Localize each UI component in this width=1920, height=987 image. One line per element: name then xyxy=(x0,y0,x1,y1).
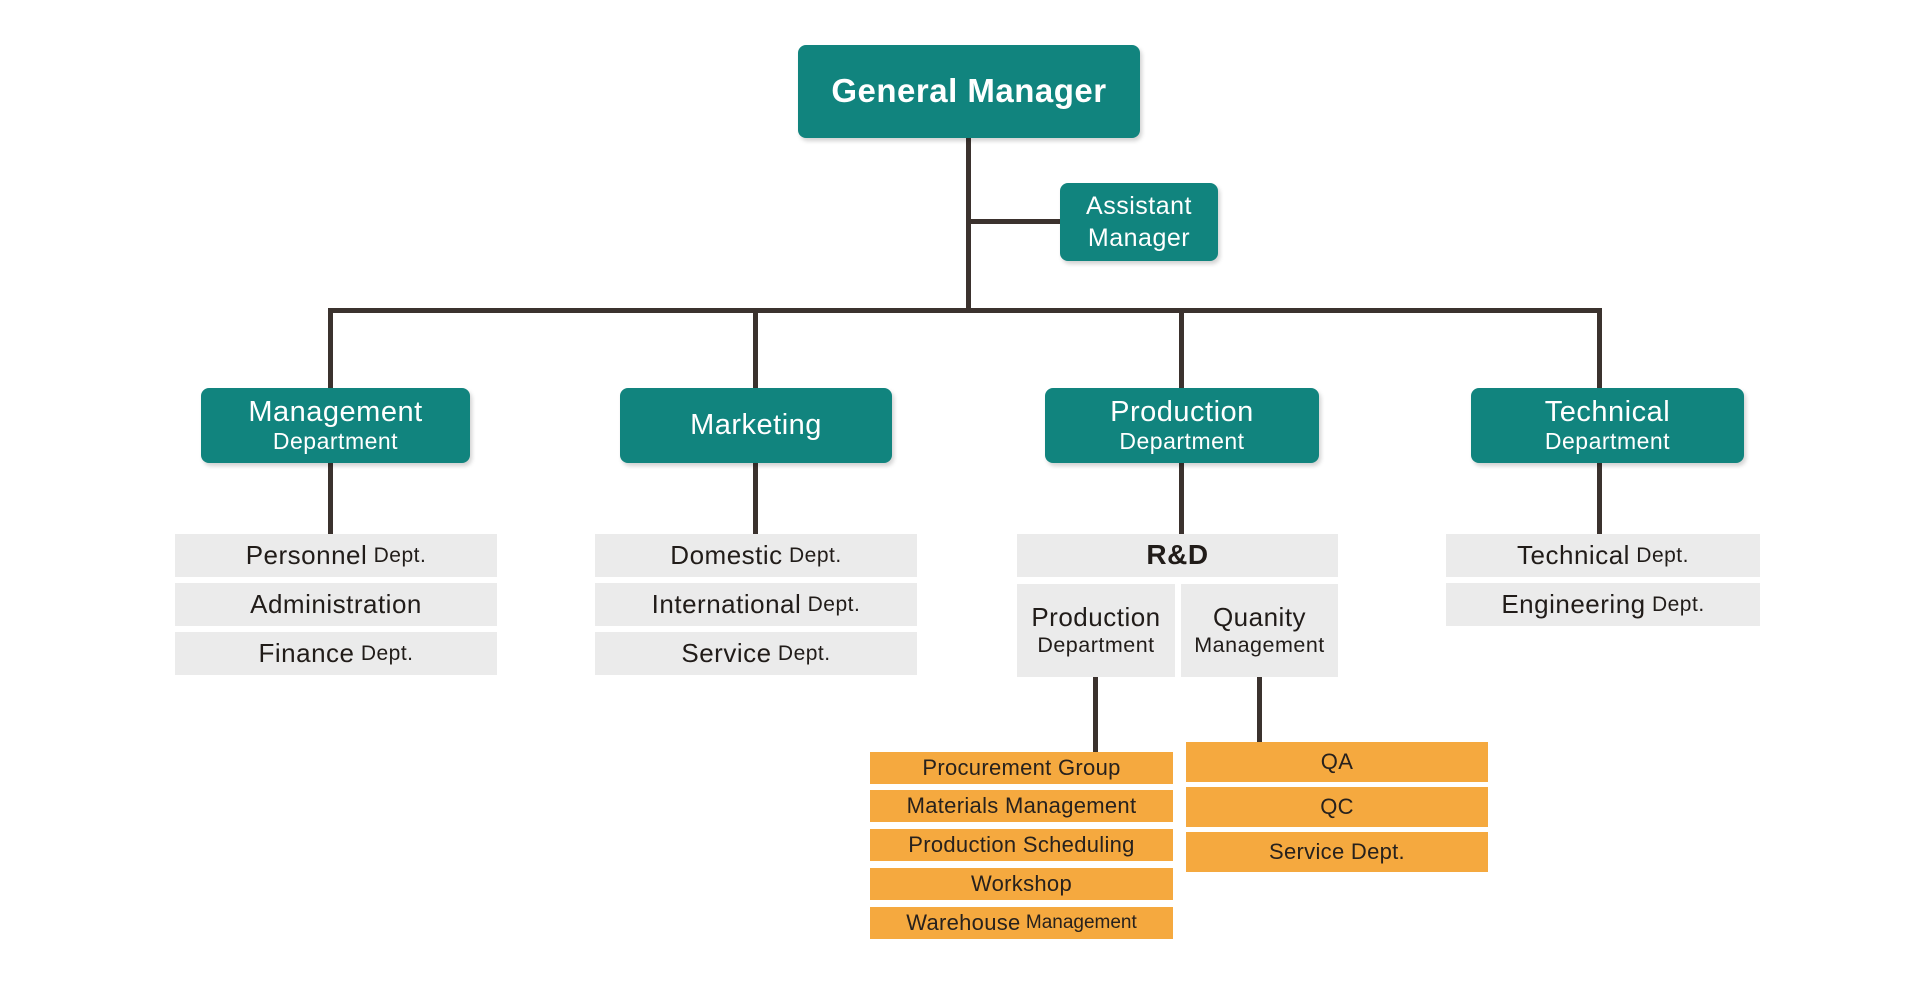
node-finance-suffix: Dept. xyxy=(354,641,414,665)
connector-drop-production xyxy=(1179,308,1184,392)
node-production-sub-department: Production Department xyxy=(1017,584,1175,677)
node-management-label: Management xyxy=(248,396,423,429)
node-service-dept-marketing: Service Dept. xyxy=(595,632,917,675)
node-production-scheduling: Production Scheduling xyxy=(870,829,1173,861)
node-international-suffix: Dept. xyxy=(801,592,861,616)
node-technical-dept-sub: Technical Dept. xyxy=(1446,534,1760,577)
connector-marketing-children xyxy=(753,458,758,536)
node-technical-dept-suffix: Dept. xyxy=(1629,543,1689,567)
node-production-sub-sublabel: Department xyxy=(1037,633,1155,658)
node-domestic-suffix: Dept. xyxy=(782,543,842,567)
node-qc: QC xyxy=(1186,787,1488,827)
node-general-manager: General Manager xyxy=(798,45,1140,138)
node-technical-label: Technical xyxy=(1544,396,1671,429)
node-production-sublabel: Department xyxy=(1119,427,1245,454)
node-international-dept: International Dept. xyxy=(595,583,917,626)
node-management-sublabel: Department xyxy=(272,427,399,454)
connector-quality-group xyxy=(1257,674,1262,744)
node-technical-department: Technical Department xyxy=(1471,388,1744,463)
connector-technical-children xyxy=(1597,458,1602,536)
node-marketing: Marketing xyxy=(620,388,892,463)
node-personnel-suffix: Dept. xyxy=(367,543,427,567)
node-scheduling-label: Production Scheduling xyxy=(908,832,1135,857)
node-production-label: Production xyxy=(1110,396,1254,429)
node-quanity-sublabel: Management xyxy=(1194,633,1325,658)
connector-drop-management xyxy=(328,308,333,392)
node-procurement-label: Procurement Group xyxy=(922,755,1121,780)
node-engineering-suffix: Dept. xyxy=(1645,592,1705,616)
node-domestic-label: Domestic xyxy=(670,539,783,570)
node-technical-sublabel: Department xyxy=(1544,427,1671,454)
node-engineering-dept: Engineering Dept. xyxy=(1446,583,1760,626)
connector-productiondept-group xyxy=(1093,674,1098,754)
node-qa-label: QA xyxy=(1320,749,1354,774)
node-assistant-manager: Assistant Manager xyxy=(1060,183,1218,261)
node-technical-dept-label: Technical xyxy=(1517,539,1630,570)
node-qc-label: QC xyxy=(1320,794,1354,819)
node-finance-dept: Finance Dept. xyxy=(175,632,497,675)
node-assistant-manager-label: Assistant Manager xyxy=(1086,191,1192,253)
node-workshop: Workshop xyxy=(870,868,1173,900)
node-service-marketing-label: Service xyxy=(681,637,772,668)
node-administration-label: Administration xyxy=(250,588,422,619)
node-service-marketing-suffix: Dept. xyxy=(771,641,831,665)
node-management-department: Management Department xyxy=(201,388,470,463)
connector-drop-marketing xyxy=(753,308,758,392)
node-service-dept-quality: Service Dept. xyxy=(1186,832,1488,872)
node-quanity-management: Quanity Management xyxy=(1181,584,1338,677)
connector-management-children xyxy=(328,458,333,536)
node-marketing-label: Marketing xyxy=(690,409,822,442)
node-production-department: Production Department xyxy=(1045,388,1319,463)
node-engineering-label: Engineering xyxy=(1501,588,1646,619)
node-qa: QA xyxy=(1186,742,1488,782)
connector-drop-technical xyxy=(1597,308,1602,392)
connector-main-horizontal xyxy=(328,308,1602,313)
node-service-quality-label: Service Dept. xyxy=(1269,839,1405,864)
node-administration: Administration xyxy=(175,583,497,626)
node-rnd-label: R&D xyxy=(1146,539,1209,571)
node-warehouse-management: Warehouse Management xyxy=(870,907,1173,939)
node-rnd: R&D xyxy=(1017,534,1338,577)
node-general-manager-label: General Manager xyxy=(831,72,1107,110)
node-warehouse-suffix: Management xyxy=(1020,912,1137,933)
node-production-sub-label: Production xyxy=(1031,602,1161,633)
node-personnel-label: Personnel xyxy=(245,539,368,570)
connector-production-children xyxy=(1179,458,1184,536)
node-finance-label: Finance xyxy=(258,637,355,668)
node-workshop-label: Workshop xyxy=(970,871,1073,896)
node-personnel-dept: Personnel Dept. xyxy=(175,534,497,577)
node-materials-label: Materials Management xyxy=(906,793,1137,818)
node-international-label: International xyxy=(651,588,802,619)
node-quanity-label: Quanity xyxy=(1212,602,1307,633)
node-warehouse-label: Warehouse xyxy=(906,910,1021,935)
connector-assistant-horizontal xyxy=(966,219,1062,224)
node-materials-management: Materials Management xyxy=(870,790,1173,822)
node-procurement-group: Procurement Group xyxy=(870,752,1173,784)
node-domestic-dept: Domestic Dept. xyxy=(595,534,917,577)
